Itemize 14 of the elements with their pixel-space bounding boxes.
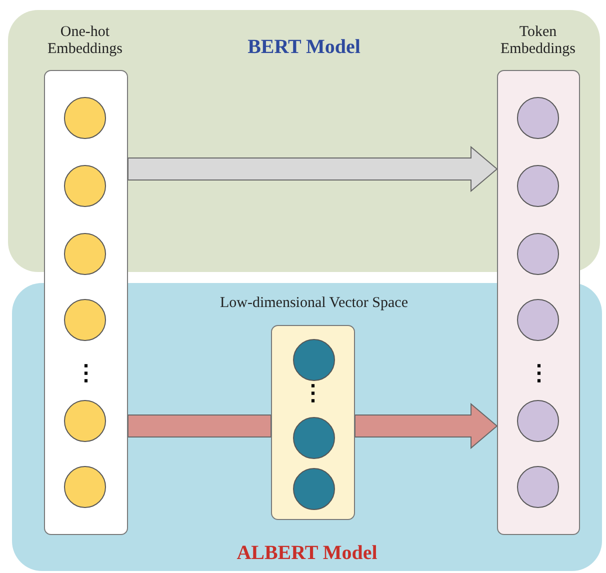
block-arrow [354, 402, 498, 450]
block-arrow [128, 414, 272, 438]
panel-title: BERT Model [246, 35, 362, 59]
ellipsis-mark: ⋮ [302, 382, 322, 404]
column-heading: Token Embeddings [500, 24, 576, 58]
panel-title: ALBERT Model [236, 541, 378, 565]
embedding-node [293, 339, 335, 381]
embedding-node [293, 417, 335, 459]
ellipsis-mark: ⋮ [75, 362, 95, 384]
column-heading: Low-dimensional Vector Space [218, 294, 409, 313]
column-heading: One-hot Embeddings [46, 24, 124, 58]
ellipsis-mark: ⋮ [528, 362, 548, 384]
embedding-node [293, 468, 335, 510]
block-arrow [128, 146, 498, 192]
